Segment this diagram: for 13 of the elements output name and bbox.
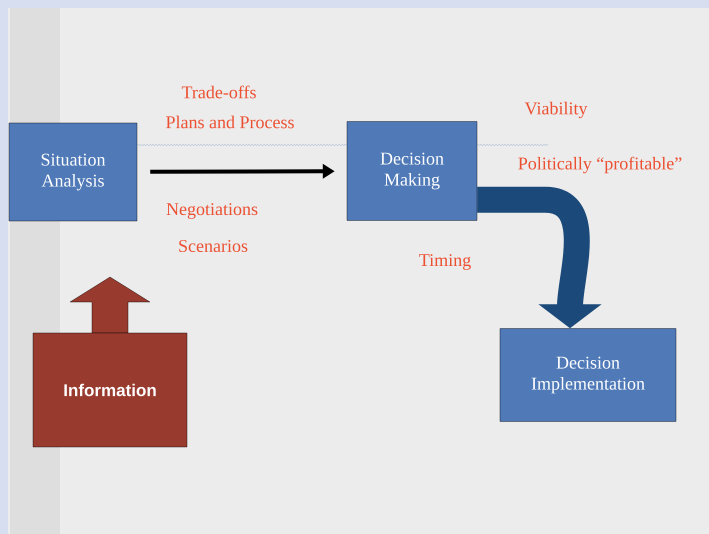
note-text: Plans and Process — [166, 116, 294, 128]
wavy-line — [137, 144, 347, 146]
wavy-line — [477, 144, 548, 146]
note-text: Viability — [524, 102, 588, 118]
note-text: Negotiations — [166, 203, 258, 219]
note-text: Politically “profitable” — [518, 156, 682, 174]
process-box: Decision Implementation — [500, 328, 676, 422]
process-box: Situation Analysis — [8, 122, 138, 222]
arrow-callout: Information — [32, 276, 188, 448]
note-text: Scenarios — [179, 240, 248, 252]
note-text: Timing — [419, 254, 471, 270]
note-text: Trade-offs — [182, 86, 256, 98]
process-box: Decision Making — [346, 121, 478, 221]
